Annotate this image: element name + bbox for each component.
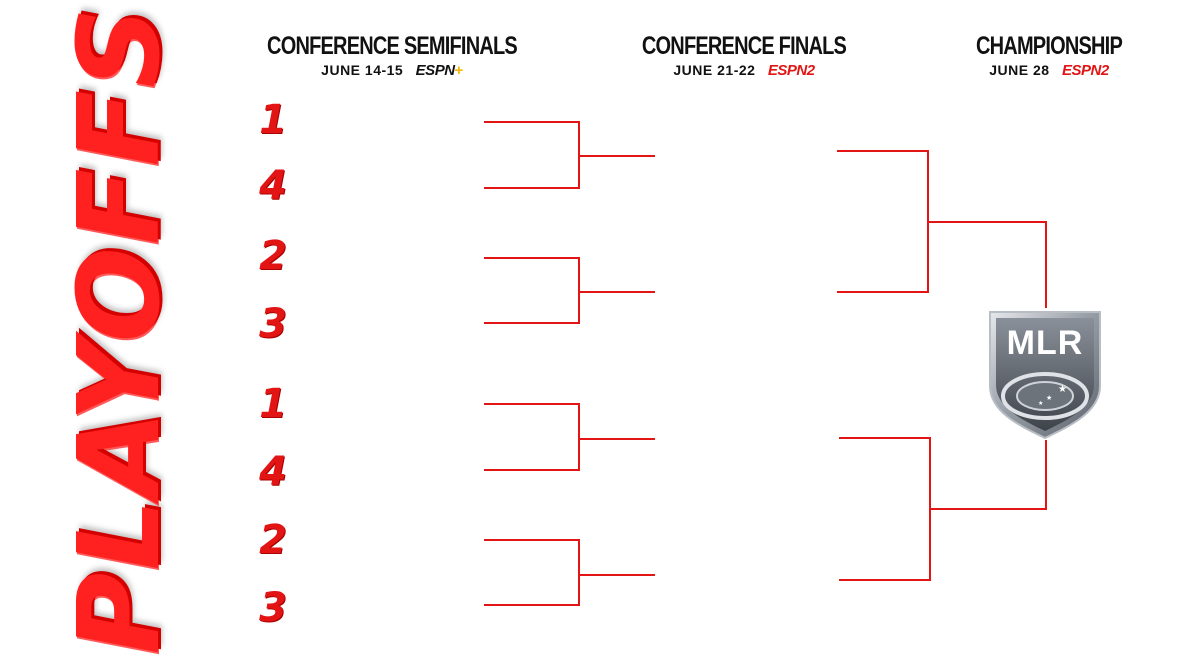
final-bracket-2: [839, 437, 1047, 581]
round-date: JUNE 21-22: [673, 62, 756, 78]
semifinal-bracket-4: [484, 539, 655, 606]
round-header-conference-semifinals: CONFERENCE SEMIFINALS JUNE 14-15 ESPN+: [236, 32, 548, 80]
round-title: CONFERENCE SEMIFINALS: [267, 32, 518, 60]
semifinal-bracket-2: [484, 257, 655, 324]
semifinal-bracket-3: [484, 403, 655, 471]
seed-label: 1: [259, 97, 287, 143]
round-header-conference-finals: CONFERENCE FINALS JUNE 21-22 ESPN2: [616, 32, 871, 80]
semifinal-bracket-1: [484, 121, 655, 189]
mlr-shield-logo: ★ ★ ★ MLR: [986, 308, 1104, 440]
svg-text:★: ★: [1046, 394, 1052, 402]
seed-label: 2: [259, 517, 287, 563]
svg-text:★: ★: [1058, 384, 1067, 395]
round-title: CHAMPIONSHIP: [976, 32, 1123, 60]
seed-label: 2: [259, 233, 287, 279]
round-date: JUNE 28: [989, 62, 1050, 78]
espn2-logo: ESPN2: [767, 62, 815, 79]
round-header-championship: CHAMPIONSHIP JUNE 28 ESPN2: [958, 32, 1140, 80]
round-title: CONFERENCE FINALS: [641, 32, 847, 60]
seed-label: 3: [259, 301, 287, 347]
svg-text:★: ★: [1038, 400, 1043, 407]
logo-text: MLR: [1006, 324, 1084, 362]
espn-plus-logo: ESPN+: [415, 62, 464, 79]
seed-label: 4: [259, 449, 287, 495]
seed-label: 3: [259, 585, 287, 631]
final-bracket-1: [837, 150, 1047, 308]
shield-icon: ★ ★ ★: [989, 311, 1101, 440]
seed-label: 1: [259, 381, 287, 427]
espn2-logo: ESPN2: [1062, 62, 1109, 79]
round-date: JUNE 14-15: [321, 62, 404, 78]
seed-label: 4: [259, 163, 287, 209]
